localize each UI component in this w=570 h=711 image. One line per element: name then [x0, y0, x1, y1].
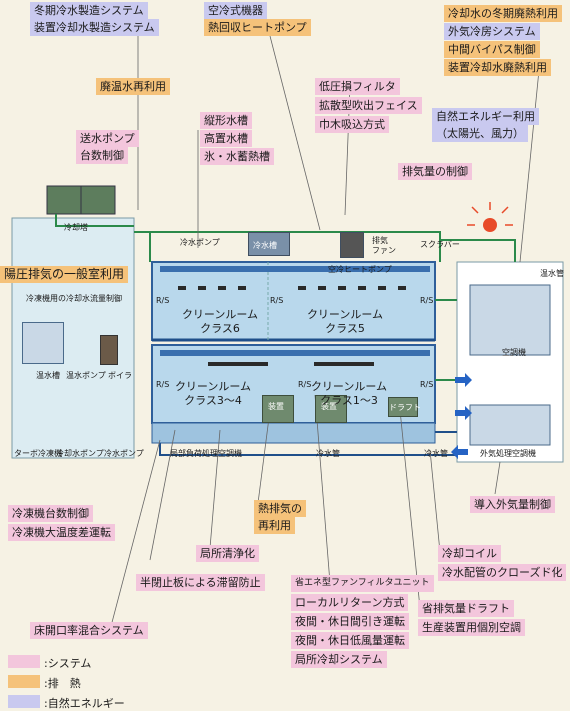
label-middle-bypass: 中間バイパス制御 [444, 41, 540, 58]
label-equipment-waste-heat: 装置冷却水廃熱利用 [444, 59, 551, 76]
legend-system: :システム [44, 657, 92, 670]
chilled-pipe-label-1: 冷水管 [316, 449, 340, 458]
legend-swatch-system [8, 655, 40, 668]
aircooled-hp-block [340, 232, 364, 258]
label-equipment-chilled: 装置冷却水製造システム [30, 19, 159, 36]
label-individual-ac: 生産装置用個別空調 [418, 619, 525, 636]
device-block-2 [315, 395, 347, 423]
cooling-water-pump-label: 冷却水ポンプ [56, 449, 104, 458]
chilled-pump-top-label: 冷水ポンプ [180, 238, 220, 247]
label-exhaust-draft: 省排気量ドラフト [418, 600, 514, 617]
label-outdoor-air-cooling: 外気冷房システム [444, 23, 540, 40]
scrubber-label: スクラバー [420, 240, 460, 249]
cleanroom-class5-name: クリーンルーム [306, 308, 384, 321]
label-warm-water-reuse: 廃温水再利用 [96, 78, 170, 95]
label-aircooled: 空冷式機器 [204, 2, 267, 19]
label-heat-exhaust-reuse-2: 再利用 [254, 517, 295, 534]
cleanroom-class1-3: クリーンルーム クラス1～3 [304, 380, 394, 408]
oa-unit-label: 外気処理空調機 [480, 449, 536, 458]
label-natural-energy-sub: （太陽光、風力） [432, 125, 528, 142]
device-block-1 [262, 395, 294, 423]
legend-swatch-natural-energy [8, 695, 40, 708]
chiller-supply-control-label: 冷凍機用の冷却水流量制御 [26, 294, 122, 303]
rs-label-5: R/S [298, 380, 312, 389]
label-chiller-large-dt: 冷凍機大温度差運転 [8, 524, 115, 541]
device-label-2: 装置 [321, 402, 337, 411]
rs-label-1: R/S [156, 296, 170, 305]
label-diffuser-face: 拡散型吹出フェイス [315, 97, 422, 114]
local-ac-label: 局部負荷処理空調機 [170, 449, 242, 458]
label-chiller-count-control: 冷凍機台数制御 [8, 505, 93, 522]
cleanroom-class5: クリーンルーム クラス5 [300, 308, 390, 336]
draft-label: ドラフト [389, 403, 421, 412]
label-local-return: ローカルリターン方式 [291, 594, 409, 611]
label-local-cleaning: 局所清浄化 [196, 545, 259, 562]
label-natural-energy: 自然エネルギー利用 [432, 108, 539, 125]
label-night-holiday-low-air: 夜間・休日低風量運転 [291, 632, 409, 649]
label-positive-pressure-exhaust: 陽圧排気の一般室利用 [0, 266, 129, 283]
label-elevated-tank: 高置水槽 [200, 130, 252, 147]
legend-waste-heat: :排 熱 [44, 677, 81, 690]
exhaust-fan-label-2: ファン [372, 246, 396, 255]
cleanroom-class6-class: クラス6 [200, 322, 240, 335]
cooling-tower-label: 冷却塔 [64, 223, 88, 232]
label-intro-outdoor-air: 導入外気量制御 [470, 496, 555, 513]
label-half-closed-plate: 半閉止板による滞留防止 [136, 574, 265, 591]
label-pump-count-control-2: 台数制御 [76, 147, 128, 164]
rs-label-3: R/S [420, 296, 434, 305]
cleanroom-class1-3-name: クリーンルーム [310, 380, 388, 393]
label-energy-saving-fan: 省エネ型ファンフィルタユニット [291, 575, 434, 592]
legend-swatch-waste-heat [8, 675, 40, 688]
legend-natural-energy: :自然エネルギー [44, 697, 125, 710]
aircooled-hp-label: 空冷ヒートポンプ [328, 265, 392, 274]
cleanroom-class3-4-class: クラス3～4 [184, 394, 242, 407]
label-pump-count-control: 送水ポンプ [76, 130, 139, 147]
label-low-pressure-filter: 低圧損フィルタ [315, 78, 400, 95]
cleanroom-class6-name: クリーンルーム [181, 308, 259, 321]
boiler-block [100, 335, 118, 365]
cleanroom-class3-4-name: クリーンルーム [174, 380, 252, 393]
label-winter-waste-heat: 冷却水の冬期廃熱利用 [444, 5, 562, 22]
label-ice-storage: 氷・水蓄熱槽 [200, 148, 274, 165]
label-local-cooling: 局所冷却システム [291, 651, 387, 668]
warm-tank-block [22, 322, 64, 364]
label-exhaust-control: 排気量の制御 [398, 163, 472, 180]
cleanroom-class1-3-class: クラス1～3 [320, 394, 378, 407]
cleanroom-class6: クリーンルーム クラス6 [175, 308, 265, 336]
label-vertical-tank: 縦形水槽 [200, 112, 252, 129]
device-label-1: 装置 [268, 402, 284, 411]
label-heat-exhaust-reuse: 熱排気の [254, 500, 306, 517]
chilled-water-tank [248, 232, 290, 256]
rs-label-6: R/S [420, 380, 434, 389]
label-cooling-coil: 冷却コイル [438, 545, 501, 562]
warm-pipe-label: 温水管 [540, 269, 564, 278]
label-heat-recovery-hp: 熱回収ヒートポンプ [204, 19, 311, 36]
label-winter-chilled: 冬期冷水製造システム [30, 2, 148, 19]
cleanroom-class5-class: クラス5 [325, 322, 365, 335]
label-night-holiday-intermittent: 夜間・休日間引き運転 [291, 613, 409, 630]
ac-unit-label: 空調機 [502, 348, 526, 357]
label-floor-opening-mix: 床開口率混合システム [30, 622, 148, 639]
warm-tank-label: 温水槽 [36, 371, 60, 380]
exhaust-fan-label: 排気 [372, 236, 388, 245]
label-baseboard-suction: 巾木吸込方式 [315, 116, 389, 133]
cleanroom-class3-4: クリーンルーム クラス3～4 [168, 380, 258, 408]
chilled-water-pump-label: 冷水ポンプ [104, 449, 144, 458]
turbo-chiller-label: ターボ冷凍機 [14, 449, 62, 458]
chilled-pipe-label-2: 冷水管 [424, 449, 448, 458]
warm-pump-label: 温水ポンプ [66, 371, 106, 380]
rs-label-4: R/S [156, 380, 170, 389]
rs-label-2: R/S [270, 296, 284, 305]
label-closed-chilled-pipe: 冷水配管のクローズド化 [438, 564, 567, 581]
chilled-tank-label: 冷水槽 [253, 241, 277, 250]
boiler-label: ボイラ [108, 371, 132, 380]
draft-block [388, 397, 418, 417]
